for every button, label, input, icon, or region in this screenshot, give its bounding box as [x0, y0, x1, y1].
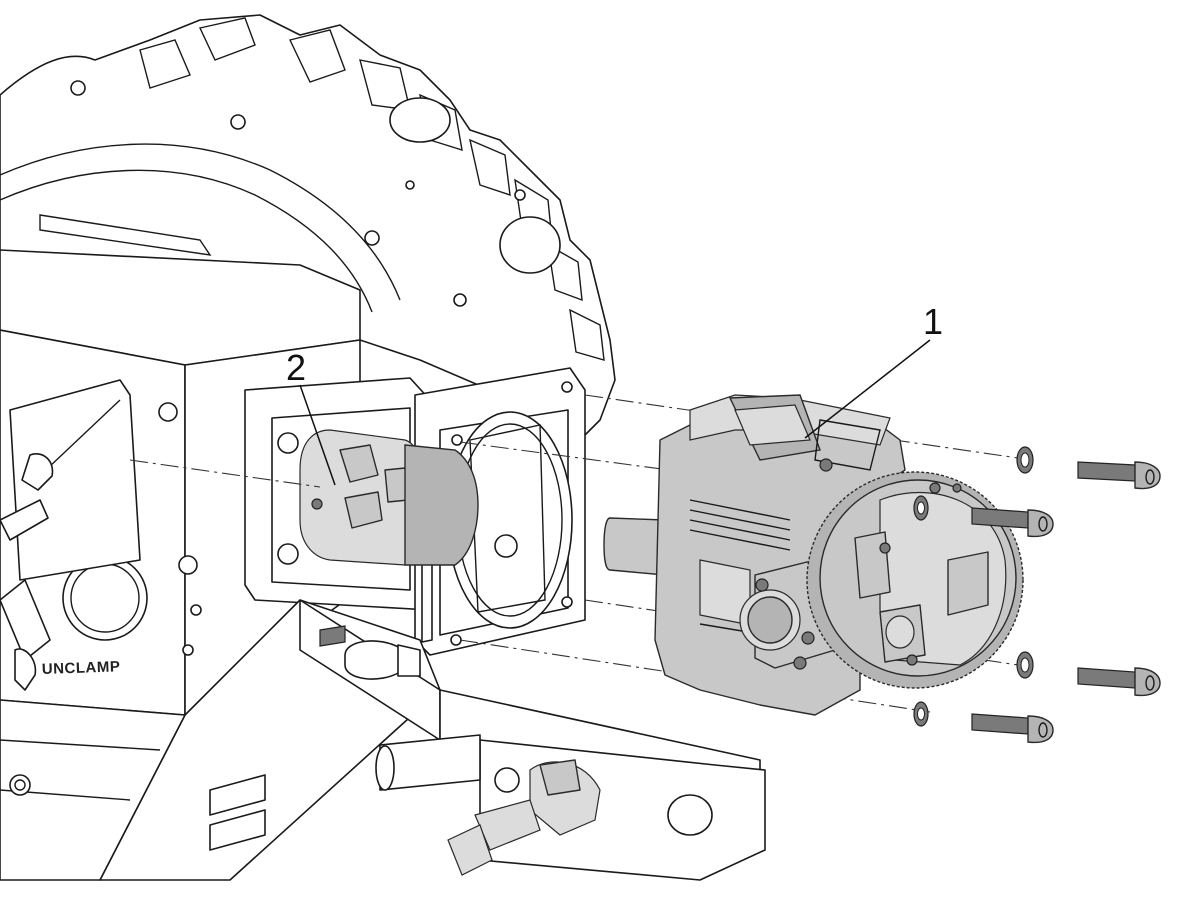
washer-upper-mid — [913, 495, 929, 521]
callout-1: 1 — [804, 301, 943, 439]
callout-1-leader — [804, 339, 931, 439]
callout-1-label: 1 — [923, 301, 943, 342]
bolt-lower-mid — [971, 713, 1054, 744]
washer-lower-mid — [913, 701, 929, 727]
washer-top-right — [1016, 446, 1034, 474]
callout-2-label: 2 — [286, 347, 306, 388]
bolt-lower-right — [1077, 667, 1161, 697]
coupling — [299, 429, 479, 566]
air-fitting — [447, 759, 601, 876]
bolt-top-right — [1077, 461, 1161, 490]
washer-lower-right — [1016, 651, 1034, 679]
callout-2-leader — [299, 384, 336, 486]
rotary-table-housing: UNCLAMP — [0, 14, 766, 881]
unclamp-stamp: UNCLAMP — [42, 658, 121, 678]
fasteners — [913, 446, 1161, 744]
servo-motor — [603, 394, 1024, 716]
callout-2: 2 — [286, 347, 336, 486]
bolt-upper-mid — [971, 507, 1054, 538]
